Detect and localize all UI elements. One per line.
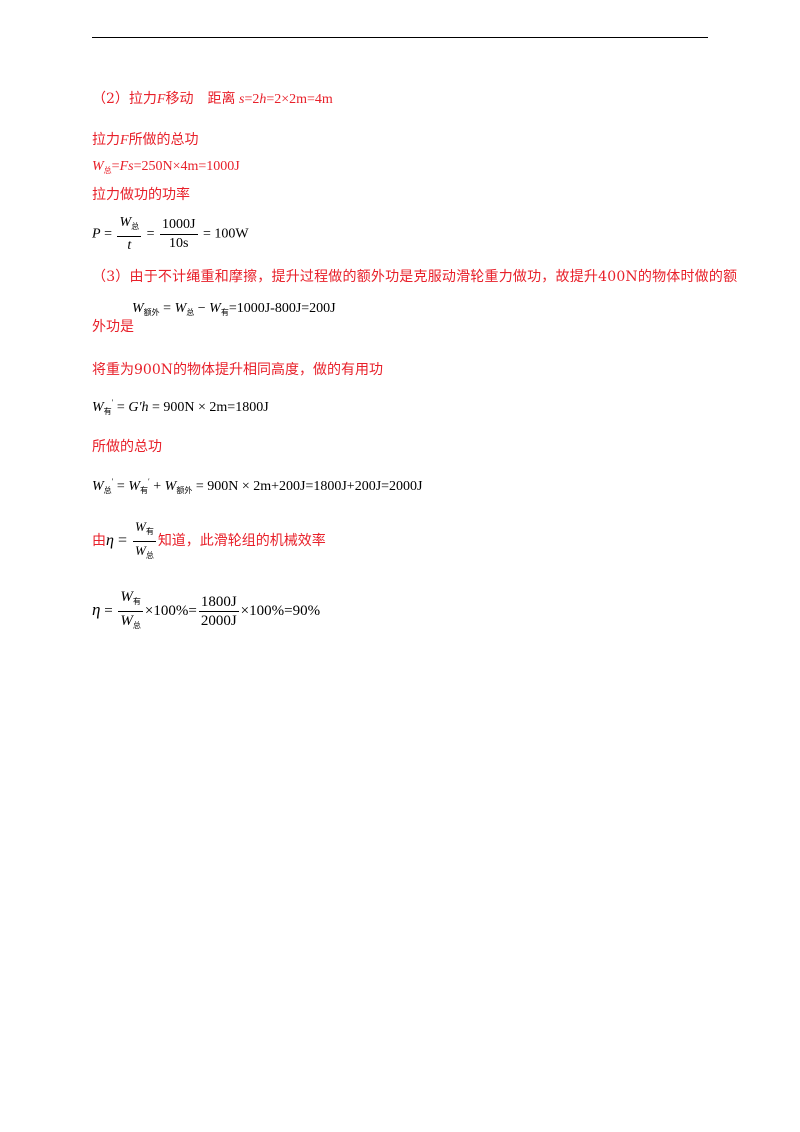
lift-900-text: 将重为900N的物体提升相同高度，做的有用功	[92, 362, 383, 378]
equals: =	[100, 226, 116, 242]
var-w: W	[174, 301, 187, 316]
var-g-h: G′h	[128, 400, 149, 415]
subscript-total: 总	[132, 621, 141, 630]
var-w: W	[134, 519, 146, 534]
var-w: W	[120, 613, 133, 629]
var-w: W	[132, 301, 144, 316]
var-p: P	[92, 226, 101, 242]
eff-post: 知道，此滑轮组的机械效率	[157, 533, 326, 550]
subscript-useful: 有	[140, 486, 148, 495]
subscript-total: 总	[186, 308, 195, 317]
efficiency-result: ×100%=90%	[240, 602, 321, 619]
total-work-equation: W总=Fs=250N×4m=1000J	[92, 158, 240, 180]
denominator-value: 10s	[169, 236, 189, 251]
step2-move: 移动 距离	[165, 91, 236, 107]
expr-mid: =2	[244, 92, 260, 107]
total-work-heading: 拉力F所做的总功	[92, 131, 199, 150]
equals: =	[113, 532, 131, 550]
subscript-total: 总	[145, 551, 154, 560]
step2-line: （2）拉力F移动 距离 s=2h=2×2m=4m	[92, 90, 333, 109]
total-equation: W总′ = W有′ + W额外 = 900N × 2m+200J=1800J+2…	[92, 477, 423, 496]
minus: −	[194, 301, 210, 316]
var-f: F	[156, 92, 166, 107]
equals: =	[143, 226, 159, 242]
subscript-useful: 有	[103, 407, 112, 416]
subscript-extra: 额外	[176, 486, 193, 495]
numerator-value: 1800J	[198, 594, 239, 612]
extra-work-rest: =1000J-800J=200J	[228, 301, 336, 316]
header-rule	[92, 37, 708, 38]
var-w: W	[134, 543, 146, 558]
var-h: h	[259, 92, 267, 107]
plus: +	[149, 479, 165, 494]
var-w: W	[92, 479, 104, 494]
step3-text: （3）由于不计绳重和摩擦，提升过程做的额外功是克服动滑轮重力做功，故提升400N…	[92, 269, 738, 285]
total-heading: 所做的总功	[92, 439, 162, 455]
equals: =	[111, 159, 120, 174]
var-w: W	[209, 301, 221, 316]
var-w: W	[164, 479, 177, 494]
equals: =	[113, 400, 129, 415]
var-fs: Fs	[119, 159, 134, 174]
step2-label: （2）拉力	[92, 91, 157, 107]
var-s: s	[238, 92, 245, 107]
denominator-value: 2000J	[200, 613, 237, 629]
var-eta: η	[92, 599, 101, 619]
useful-work-equation: W有′ = G′h = 900N × 2m=1800J	[92, 398, 269, 417]
subscript-extra: 额外	[143, 308, 160, 317]
numerator-value: 1000J	[160, 216, 198, 235]
var-w: W	[128, 479, 140, 494]
power-heading: 拉力做功的功率	[92, 187, 190, 203]
heading-post: 所做的总功	[128, 132, 199, 148]
equals: =	[100, 602, 117, 619]
var-w: W	[120, 589, 133, 605]
prime: ′	[148, 477, 150, 486]
subscript-total: 总	[103, 166, 112, 175]
heading-pre: 拉力	[92, 132, 120, 148]
equation-rest: =250N×4m=1000J	[133, 159, 240, 174]
expr-tail: =2×2m=4m	[266, 92, 333, 107]
extra-work-equation: W额外 = W总 − W有=1000J-800J=200J	[132, 300, 336, 322]
useful-work-rest: = 900N × 2m=1800J	[148, 400, 269, 415]
var-eta: η	[106, 532, 114, 550]
extra-work-label: 外功是	[92, 319, 134, 335]
power-result: = 100W	[199, 226, 249, 242]
subscript-useful: 有	[132, 597, 141, 606]
subscript-useful: 有	[220, 308, 229, 317]
var-w: W	[92, 159, 104, 174]
equals: =	[113, 479, 129, 494]
equals: =	[159, 301, 175, 316]
var-t: t	[127, 238, 132, 253]
subscript-total: 总	[103, 486, 112, 495]
eff-pre: 由	[92, 533, 106, 550]
prime: ′	[111, 477, 114, 486]
subscript-total: 总	[131, 222, 140, 231]
var-w: W	[119, 215, 132, 230]
var-w: W	[92, 400, 104, 415]
total-rest: = 900N × 2m+200J=1800J+200J=2000J	[192, 479, 423, 494]
subscript-useful: 有	[145, 527, 154, 536]
var-f: F	[120, 133, 129, 148]
prime: ′	[111, 398, 114, 407]
times-100: ×100%=	[144, 602, 197, 619]
